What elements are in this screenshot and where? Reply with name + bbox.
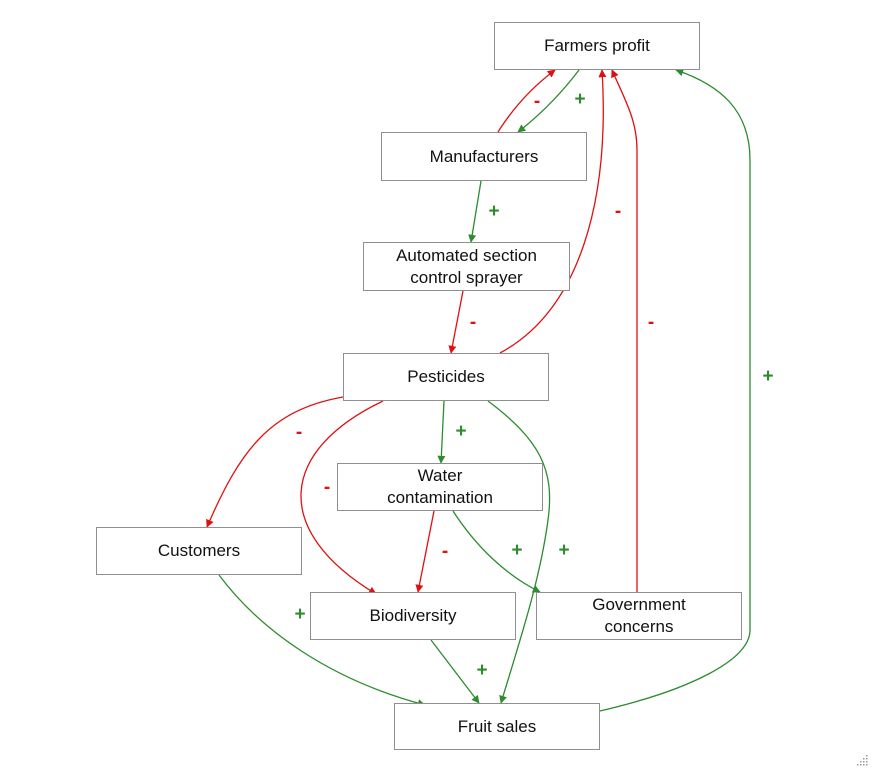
polarity-pesticides-customers: - [295, 422, 303, 443]
node-automated-sprayer[interactable]: Automated section control sprayer [363, 242, 570, 291]
polarity-profit-manufacturers: + [574, 89, 586, 110]
polarity-pesticides-biodiversity: - [323, 477, 331, 498]
polarity-sprayer-pesticides: - [469, 312, 477, 333]
node-label: Fruit sales [457, 716, 537, 736]
link-manufacturers-to-farmers-profit[interactable] [497, 69, 556, 133]
link-biodiversity-to-fruit-sales[interactable] [430, 639, 480, 704]
node-label: Government concerns [592, 595, 686, 636]
node-label: Pesticides [407, 367, 485, 386]
link-government-to-farmers-profit[interactable] [611, 69, 638, 592]
polarity-manufacturers-profit: - [533, 91, 541, 112]
link-pesticides-to-farmers-profit[interactable] [499, 69, 607, 354]
link-water-to-government[interactable] [452, 510, 541, 593]
node-customers[interactable]: Customers [96, 527, 302, 575]
link-farmers-profit-to-manufacturers[interactable] [517, 69, 580, 133]
link-pesticides-to-biodiversity[interactable] [300, 400, 384, 595]
polarity-pesticides-water: + [455, 421, 467, 442]
node-label: Biodiversity [369, 606, 457, 625]
node-label: Water contamination [387, 466, 493, 507]
link-pesticides-to-water[interactable] [437, 400, 446, 464]
link-pesticides-to-fruit-sales[interactable] [487, 400, 551, 704]
polarity-water-government: + [511, 540, 523, 561]
polarity-manufacturers-sprayer: + [488, 201, 500, 222]
link-fruit-sales-to-farmers-profit[interactable] [599, 68, 751, 712]
node-label: Automated section control sprayer [396, 245, 537, 287]
resize-grip-icon[interactable] [855, 753, 869, 767]
node-farmers-profit[interactable]: Farmers profit [494, 22, 700, 70]
node-label: Manufacturers [429, 146, 539, 166]
node-biodiversity[interactable]: Biodiversity [310, 592, 516, 640]
node-label: Customers [157, 541, 241, 560]
polarity-government-profit: - [647, 312, 655, 333]
polarity-customers-fruit-sales: + [294, 604, 306, 625]
polarity-biodiversity-fruit-sales: + [476, 660, 488, 681]
link-water-to-biodiversity[interactable] [415, 510, 435, 593]
node-manufacturers[interactable]: Manufacturers [381, 132, 587, 181]
link-pesticides-to-customers[interactable] [206, 396, 344, 528]
node-water-contamination[interactable]: Water contamination [337, 463, 543, 511]
polarity-fruit-sales-profit: + [762, 366, 774, 387]
node-government-concerns[interactable]: Government concerns [536, 592, 742, 640]
polarity-pesticides-profit: - [614, 201, 622, 222]
polarity-water-biodiversity: - [441, 541, 449, 562]
link-customers-to-fruit-sales[interactable] [218, 574, 426, 708]
link-sprayer-to-pesticides[interactable] [448, 290, 464, 354]
node-pesticides[interactable]: Pesticides [343, 353, 549, 401]
node-fruit-sales[interactable]: Fruit sales [394, 703, 600, 750]
link-manufacturers-to-sprayer[interactable] [468, 180, 482, 243]
node-label: Farmers profit [544, 36, 650, 55]
polarity-pesticides-fruit-sales: + [558, 540, 570, 561]
